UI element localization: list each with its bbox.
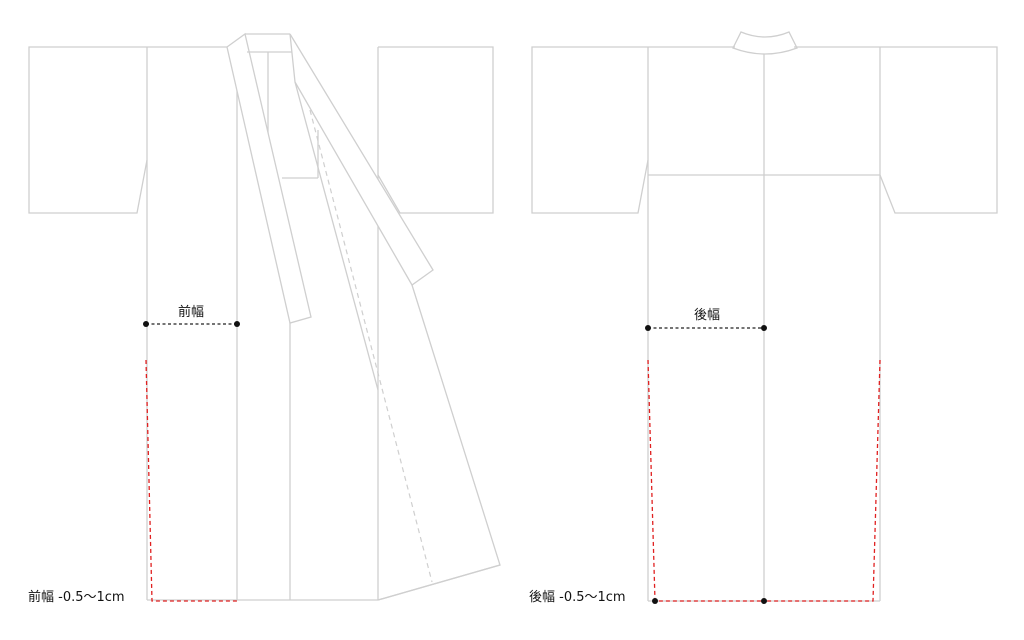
front-right-sleeve [377, 46, 494, 214]
back-adjust-line-left [647, 359, 764, 602]
front-width-label: 前幅 [178, 304, 204, 320]
back-collar [732, 31, 798, 55]
back-width-label: 後幅 [694, 308, 720, 323]
front-left-sleeve [28, 46, 148, 214]
front-open-panel [377, 284, 501, 601]
front-fold-guide [309, 109, 433, 583]
back-kimono-view [531, 31, 998, 602]
back-adjust-label: 後幅 -0.5〜1cm [529, 590, 626, 605]
front-collar-right-inner [294, 81, 379, 391]
back-adjust-left-dot [652, 598, 658, 604]
back-adjust-line-right [764, 359, 881, 602]
front-collar-right [289, 33, 434, 286]
back-left-sleeve [531, 46, 649, 214]
back-width-end-dot [761, 325, 767, 331]
front-width-start-dot [143, 321, 149, 327]
back-adjust-center-dot [761, 598, 767, 604]
front-adjust-label: 前幅 -0.5〜1cm [28, 589, 125, 605]
front-width-end-dot [234, 321, 240, 327]
front-hem [147, 564, 501, 601]
front-collar-left [226, 32, 312, 324]
back-right-sleeve [879, 46, 998, 214]
front-kimono-view [28, 32, 501, 601]
back-width-start-dot [645, 325, 651, 331]
front-adjust-line [145, 359, 237, 602]
